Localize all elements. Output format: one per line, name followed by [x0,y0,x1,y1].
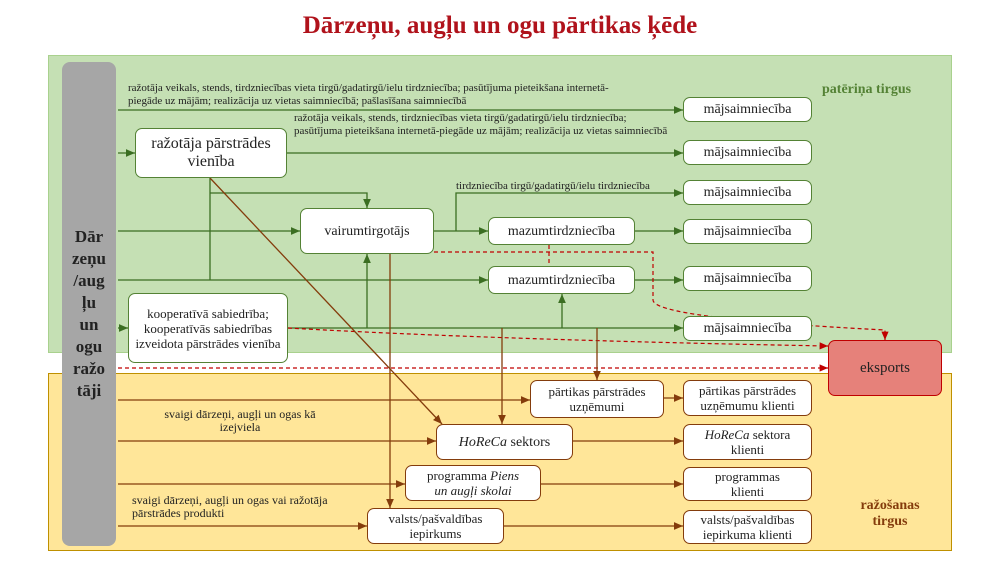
procurement-clients-box: valsts/pašvaldības iepirkuma klienti [683,510,812,544]
fresh-or-processed-label: svaigi dārzeņi, augļi un ogas vai ražotā… [132,493,328,520]
horeca-clients-italic: HoReCa [704,427,750,442]
wholesaler-box: vairumtirgotājs [300,208,434,254]
food-processing-box: pārtikas pārstrādes uzņēmumi [530,380,664,418]
producers-line: Dār [74,227,104,246]
diagram-title: Dārzeņu, augļu un ogu pārtikas ķēde [302,12,698,39]
direct-sales-label: ražotāja veikals, stends, tirdzniecības … [128,82,609,107]
procurement-box: valsts/pašvaldības iepirkums [367,508,504,544]
school-italic: un augļi skolai [434,483,512,498]
processing-sales-label: ražotāja veikals, stends, tirdzniecības … [294,112,668,137]
producers-line: /aug [73,271,105,290]
school-clients-box: programmas klienti [683,467,812,501]
producers-line: ogu [75,337,103,356]
household-box: mājsaimniecība [683,316,812,341]
horeca-label-italic: HoReCa [458,434,508,450]
production-market-label: ražošanas tirgus [860,498,920,529]
household-box: mājsaimniecība [683,219,812,244]
producers-line: un [79,315,99,334]
retail-box: mazumtirdzniecība [488,266,635,294]
raw-material-label: svaigi dārzeņi, augļi un ogas kā izejvie… [164,407,316,434]
cooperative-box: kooperatīvā sabiedrība; kooperatīvās sab… [128,293,288,363]
school-italic: Piens [490,468,520,483]
horeca-clients-label: sektora klienti [730,427,791,457]
horeca-clients-box: HoReCa sektora klienti [683,424,812,460]
producers-line: ražo [72,359,106,378]
household-box: mājsaimniecība [683,266,812,291]
producers-line: tāji [76,381,102,400]
household-box: mājsaimniecība [683,140,812,165]
market-trade-label: tirdzniecība tirgū/gadatirgū/ielu tirdzn… [456,180,650,192]
producers-line: zeņu [72,249,106,268]
producers-line: ļu [81,293,97,312]
producer-processing-unit: ražotāja pārstrādes vienība [135,128,287,178]
horeca-label: sektors [507,434,551,450]
producers-bar: Dār zeņu /aug ļu un ogu ražo tāji [62,62,116,546]
consumer-market-label: patēriņa tirgus [822,82,912,97]
export-box: eksports [828,340,942,396]
household-box: mājsaimniecība [683,180,812,205]
retail-box: mazumtirdzniecība [488,217,635,245]
horeca-box: HoReCa sektors [436,424,573,460]
school-prefix: programma [426,468,491,483]
food-processing-clients-box: pārtikas pārstrādes uzņēmumu klienti [683,380,812,416]
household-box: mājsaimniecība [683,97,812,122]
